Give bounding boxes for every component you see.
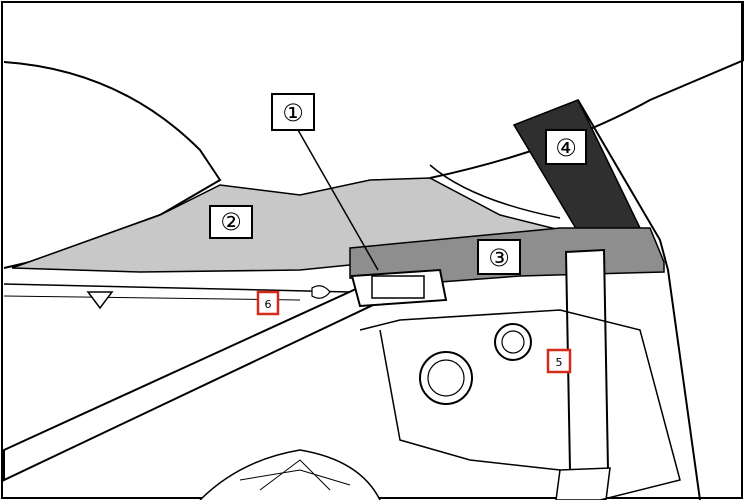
seat-belt-buckle [555, 467, 611, 500]
callout-1-leader [297, 129, 379, 271]
lower-trim-ledge [379, 329, 561, 471]
right-pillar-outline [577, 99, 701, 500]
marker-5: 5 [546, 348, 572, 374]
callout-2-label: ② [220, 208, 242, 236]
bottom-object [199, 449, 381, 500]
tool-tip-inner [371, 275, 425, 299]
callout-3: ③ [477, 239, 521, 275]
shelf-clip-small [311, 285, 331, 299]
grommet-hole-small-inner [501, 330, 525, 354]
grommet-hole-large-inner [427, 359, 465, 397]
callout-1-label: ① [282, 99, 304, 127]
callout-2: ② [209, 205, 253, 239]
rear-shelf-edge-lower [3, 295, 301, 301]
bottom-object-lines [239, 459, 351, 491]
grommet-hole-small [494, 323, 532, 361]
rear-shelf-edge [3, 283, 351, 293]
callout-4: ④ [545, 129, 587, 165]
shelf-clip [86, 291, 114, 310]
marker-5-label: 5 [556, 356, 563, 369]
seat-back-outline [3, 61, 222, 269]
callout-1: ① [271, 93, 315, 131]
callout-4-label: ④ [555, 134, 577, 162]
lower-trim-body [359, 309, 681, 500]
marker-6: 6 [256, 290, 280, 316]
headliner-lower-edge [429, 164, 561, 219]
marker-6-label: 6 [265, 298, 272, 311]
callout-3-label: ③ [488, 244, 510, 272]
